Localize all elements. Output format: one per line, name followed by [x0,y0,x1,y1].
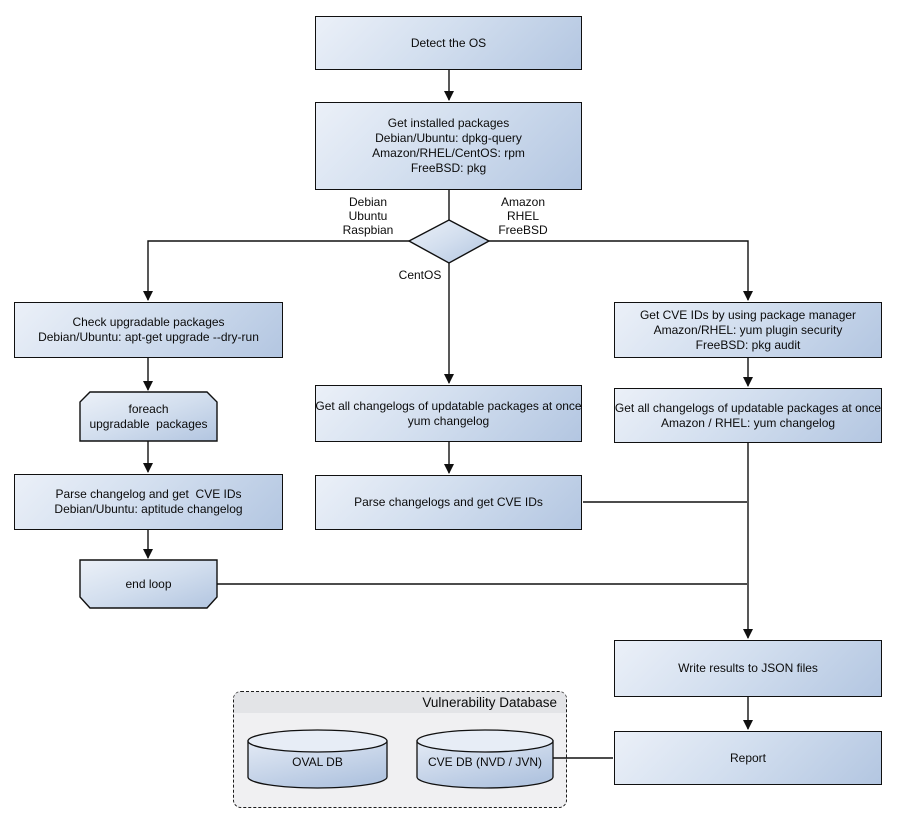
node-text: Amazon/RHEL: yum plugin security [653,322,843,337]
node-get-installed-packages: Get installed packages Debian/Ubuntu: dp… [315,102,582,190]
edge-decision-to-amazon-branch [489,240,753,301]
vulnerability-database-title: Vulnerability Database [422,695,557,710]
node-get-changelogs-amazon-rhel: Get all changelogs of updatable packages… [614,388,882,443]
node-get-cve-ids-pkg-manager: Get CVE IDs by using package manager Ama… [614,302,882,358]
node-text: Check upgradable packages [72,315,225,329]
node-text: Debian/Ubuntu: apt-get upgrade --dry-run [38,330,259,344]
branch-label-text: Amazon [500,195,546,209]
node-parse-changelogs-centos: Parse changelogs and get CVE IDs [315,475,582,530]
node-text: FreeBSD: pkg audit [695,337,801,352]
os-decision-diamond [407,219,491,264]
node-text: Get CVE IDs by using package manager [639,307,857,322]
branch-label-text: Raspbian [342,223,394,237]
cve-db-cylinder [416,729,554,789]
node-text: Amazon/RHEL/CentOS: rpm [372,146,525,160]
node-text: Parse changelogs and get CVE IDs [354,495,543,509]
node-report: Report [614,731,882,785]
end-loop-shape [79,559,218,609]
branch-label-text: RHEL [506,209,539,223]
node-text: Amazon / RHEL: yum changelog [660,415,836,430]
vulnerability-database-header: Vulnerability Database [234,692,566,713]
branch-label-centos: CentOS [394,268,446,282]
node-text: Report [729,750,767,765]
foreach-loop-shape [79,391,218,442]
branch-label-text: CentOS [398,268,442,282]
node-text: yum changelog [407,413,490,428]
branch-label-amazon: Amazon RHEL FreeBSD [481,195,565,237]
node-text: Get installed packages [387,116,510,130]
node-text: Write results to JSON files [678,661,818,675]
node-parse-changelog-debian: Parse changelog and get CVE IDs Debian/U… [14,474,283,530]
branch-label-text: Ubuntu [348,209,388,223]
branch-label-text: FreeBSD [498,223,548,237]
node-text: Detect the OS [410,35,487,50]
node-check-upgradable-packages: Check upgradable packages Debian/Ubuntu:… [14,302,283,358]
node-text: Parse changelog and get CVE IDs [55,487,242,501]
branch-label-text: Debian [348,195,388,209]
node-write-results-json: Write results to JSON files [614,640,882,697]
node-text: Get all changelogs of updatable packages… [315,398,582,413]
node-text: FreeBSD: pkg [410,161,487,175]
edge-decision-to-debian-branch [143,240,409,301]
node-text: Debian/Ubuntu: dpkg-query [375,131,522,145]
node-get-changelogs-centos: Get all changelogs of updatable packages… [315,385,582,442]
node-detect-os: Detect the OS [315,16,582,70]
node-text: Debian/Ubuntu: aptitude changelog [54,502,243,516]
branch-label-debian: Debian Ubuntu Raspbian [326,195,410,237]
node-text: Get all changelogs of updatable packages… [614,400,882,415]
oval-db-cylinder [247,729,388,789]
